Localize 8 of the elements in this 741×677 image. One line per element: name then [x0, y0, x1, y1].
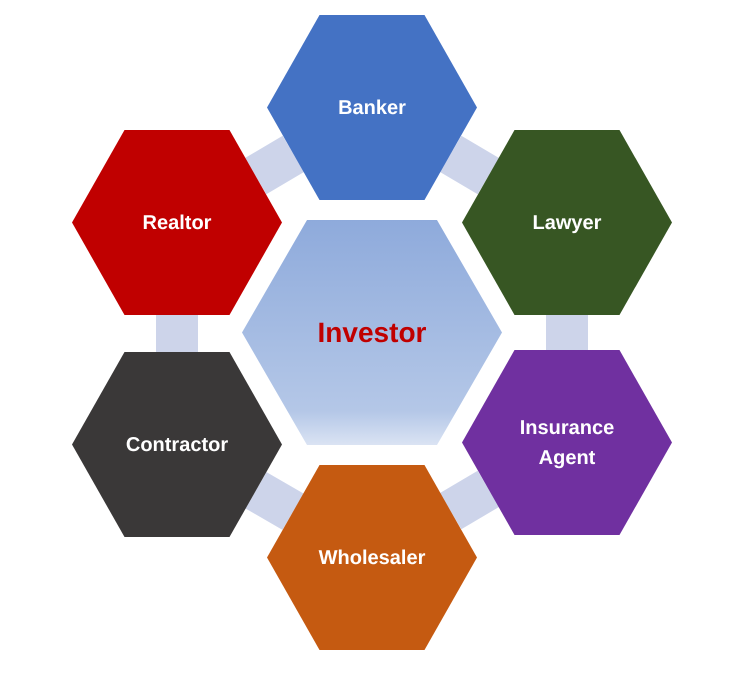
node-label: Realtor	[142, 210, 212, 236]
node-label: Insurance Agent	[518, 416, 616, 470]
node-label: Wholesaler	[318, 546, 426, 570]
node-label: Lawyer	[532, 210, 602, 236]
node-label: Contractor	[126, 432, 228, 458]
node-label: Investor	[318, 318, 426, 348]
node-label: Banker	[338, 96, 406, 120]
connector-band	[245, 472, 304, 530]
